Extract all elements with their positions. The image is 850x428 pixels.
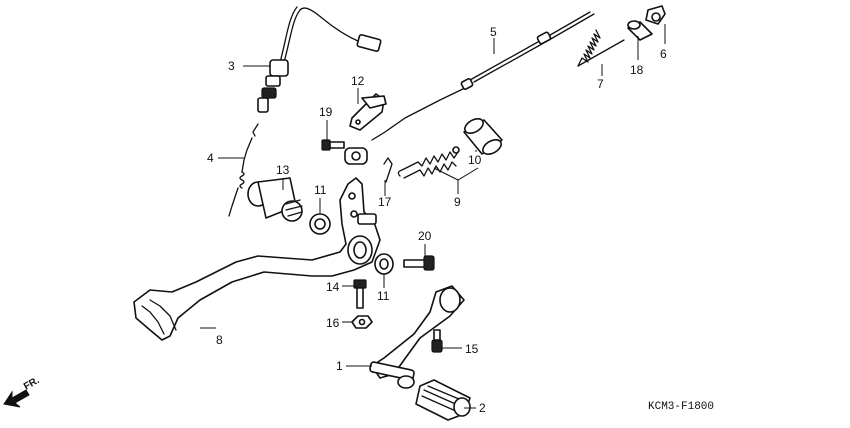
dust-seal-a[interactable] — [309, 213, 331, 235]
callout-5: 5 — [490, 25, 497, 39]
pivot-arm[interactable] — [369, 285, 465, 389]
callout-16: 16 — [326, 316, 340, 330]
callout-8: 8 — [216, 333, 223, 347]
bolt-14[interactable] — [353, 279, 367, 309]
callout-2: 2 — [479, 401, 486, 415]
brake-pedal[interactable] — [133, 177, 381, 341]
callout-17: 17 — [378, 195, 392, 209]
dust-seal-b[interactable] — [374, 253, 394, 275]
diagram-code: KCM3-F1800 — [648, 401, 714, 413]
callout-11-lower: 11 — [377, 289, 390, 303]
pivot-collar[interactable] — [247, 177, 303, 222]
callout-6: 6 — [660, 47, 667, 61]
return-spring[interactable] — [397, 146, 460, 179]
callout-14: 14 — [326, 280, 340, 294]
callout-7: 7 — [597, 77, 604, 91]
bolt-15[interactable] — [431, 329, 443, 353]
callout-1: 1 — [336, 359, 343, 373]
rod-spring[interactable] — [577, 29, 625, 67]
brake-rod[interactable] — [344, 11, 595, 165]
callout-10: 10 — [468, 153, 482, 167]
front-label: FR. — [22, 375, 42, 393]
switch-stay[interactable] — [349, 93, 387, 131]
callout-12: 12 — [351, 74, 365, 88]
callout-3: 3 — [228, 59, 235, 73]
bolt-19[interactable] — [321, 139, 345, 151]
joint[interactable] — [627, 20, 653, 41]
callout-18: 18 — [630, 63, 644, 77]
switch-spring[interactable] — [228, 123, 259, 217]
brake-light-switch[interactable] — [257, 6, 382, 113]
cotter-pin[interactable] — [383, 157, 393, 183]
front-direction-indicator: FR. — [3, 375, 42, 408]
callout-9: 9 — [454, 195, 461, 209]
wing-nut[interactable] — [645, 5, 666, 25]
collar[interactable] — [462, 116, 503, 157]
callout-labels: 3 4 5 6 7 18 12 19 17 10 9 13 11 8 20 11… — [207, 25, 667, 415]
bolt-20[interactable] — [403, 255, 435, 271]
footpeg-rubber[interactable] — [415, 379, 471, 421]
callout-19: 19 — [319, 105, 333, 119]
front-arrow-icon — [3, 389, 30, 408]
nut-16[interactable] — [351, 315, 373, 329]
callout-13: 13 — [276, 163, 290, 177]
callout-15: 15 — [465, 342, 479, 356]
callout-20: 20 — [418, 229, 432, 243]
leader-lines — [200, 24, 666, 409]
callout-11-upper: 11 — [314, 183, 327, 197]
callout-4: 4 — [207, 151, 214, 165]
